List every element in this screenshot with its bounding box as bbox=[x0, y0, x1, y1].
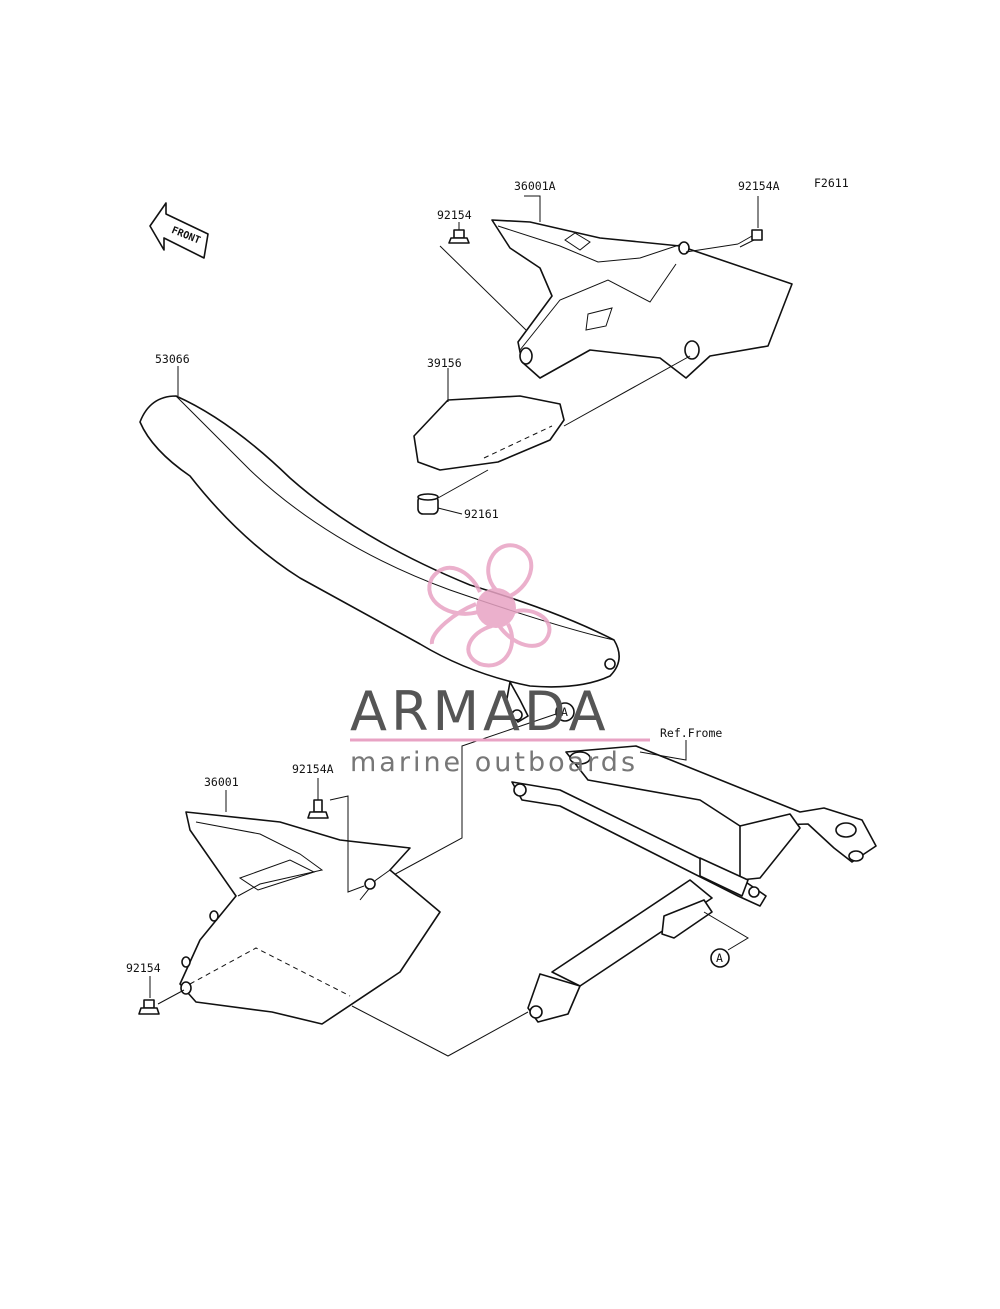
emblem-pad bbox=[413, 395, 565, 471]
callout-92154-upper: 92154 bbox=[437, 208, 472, 222]
callout-39156: 39156 bbox=[427, 356, 462, 370]
line-seat-to-frame bbox=[387, 713, 557, 879]
line-left-cover-frame bbox=[351, 1005, 529, 1057]
dash-bolt-upper bbox=[439, 245, 527, 331]
line-emblem bbox=[563, 355, 691, 427]
svg-text:A: A bbox=[716, 951, 723, 965]
callout-92161: 92161 bbox=[464, 507, 499, 521]
callout-36001a: 36001A bbox=[514, 179, 556, 193]
bolt-icon bbox=[307, 799, 329, 819]
watermark-brand: ARMADA bbox=[350, 680, 610, 743]
rear-frame bbox=[511, 745, 877, 1023]
callout-53066: 53066 bbox=[155, 352, 190, 366]
leader-92161 bbox=[437, 507, 463, 515]
left-side-cover bbox=[179, 811, 441, 1025]
line-bolt-lower-left bbox=[157, 989, 185, 1005]
reference-mark-a-seat: A bbox=[555, 702, 575, 722]
bolt-icon bbox=[448, 229, 470, 244]
leader-36001a bbox=[524, 195, 541, 222]
dash-left-cover bbox=[189, 947, 351, 997]
callout-ref-frame: Ref.Frome bbox=[660, 726, 722, 740]
reference-mark-a-frame: A bbox=[710, 948, 730, 968]
damper bbox=[417, 493, 439, 515]
dash-emblem bbox=[483, 425, 553, 459]
line-bolt-lower bbox=[329, 795, 365, 893]
bolt-icon bbox=[737, 229, 763, 248]
line-frame-ref-a bbox=[703, 911, 749, 951]
watermark-tagline: marine outboards bbox=[350, 747, 638, 778]
propeller-logo-icon bbox=[427, 543, 552, 668]
seat bbox=[139, 395, 620, 723]
leader-ref-frame bbox=[639, 740, 687, 761]
callout-92154-lower: 92154 bbox=[126, 961, 161, 975]
callout-36001: 36001 bbox=[204, 775, 239, 789]
front-arrow-icon: FRONT bbox=[149, 202, 209, 259]
callout-92154a-lower: 92154A bbox=[292, 762, 334, 776]
figure-code: F2611 bbox=[814, 176, 849, 190]
bolt-icon bbox=[138, 999, 160, 1015]
line-bolt-upper-right bbox=[685, 243, 739, 253]
line-damper bbox=[437, 469, 489, 499]
right-side-cover bbox=[491, 219, 793, 379]
callout-92154a-upper: 92154A bbox=[738, 179, 780, 193]
svg-text:A: A bbox=[561, 705, 568, 719]
